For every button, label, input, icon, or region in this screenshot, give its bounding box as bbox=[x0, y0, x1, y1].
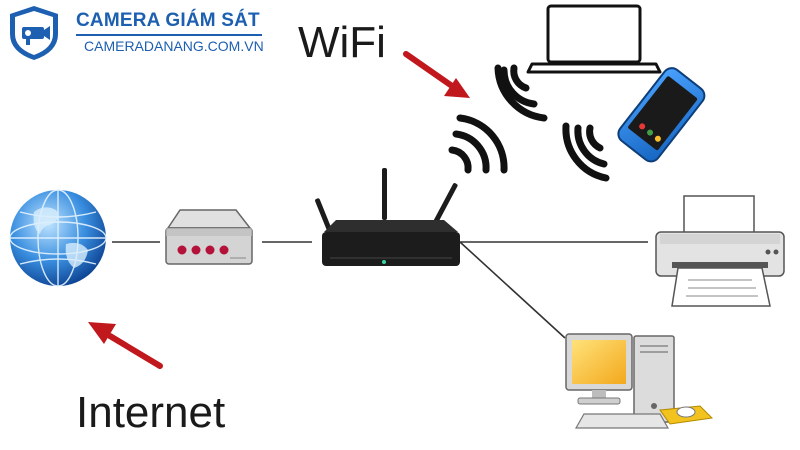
brand-divider bbox=[76, 34, 262, 36]
wifi-arrow-icon bbox=[403, 51, 470, 98]
printer-icon bbox=[655, 195, 785, 307]
smartphone-icon bbox=[617, 67, 706, 163]
laptop-wifi-waves-icon bbox=[494, 64, 548, 122]
line-router-computer bbox=[459, 241, 566, 339]
brand-url: CAMERADANANG.COM.VN bbox=[84, 38, 264, 54]
internet-label: Internet bbox=[76, 388, 226, 437]
brand-title: CAMERA GIÁM SÁT bbox=[76, 10, 260, 31]
desktop-computer-icon bbox=[565, 333, 714, 429]
connection-lines bbox=[112, 241, 648, 339]
smartphone-wifi-waves-icon bbox=[562, 122, 610, 182]
globe-icon bbox=[9, 189, 107, 287]
wifi-label: WiFi bbox=[298, 18, 386, 67]
modem-icon bbox=[165, 209, 253, 265]
brand-logo: CAMERA GIÁM SÁT CAMERADANANG.COM.VN bbox=[4, 4, 264, 64]
internet-arrow-icon bbox=[88, 322, 163, 369]
router-wifi-waves-icon bbox=[448, 114, 508, 174]
laptop-icon bbox=[526, 4, 662, 74]
router-icon bbox=[315, 168, 460, 266]
camera-shield-icon bbox=[10, 6, 58, 60]
